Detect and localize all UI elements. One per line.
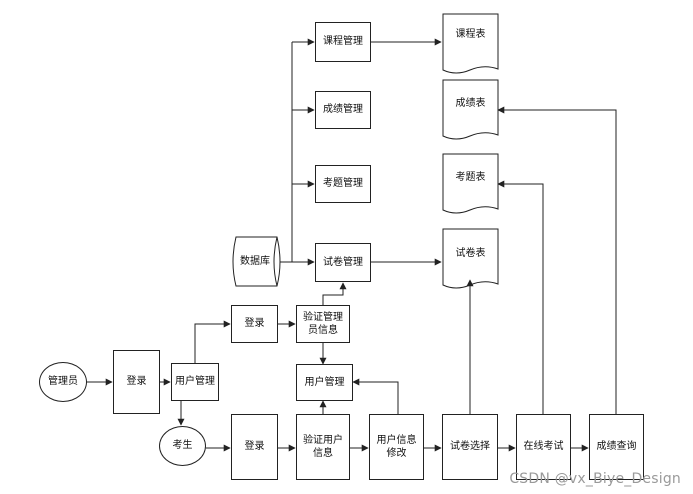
question-table-shape bbox=[442, 153, 499, 214]
admin-node: 管理员 bbox=[39, 362, 87, 402]
online-exam-node: 在线考试 bbox=[516, 414, 571, 480]
edge-exam-questiontable bbox=[497, 180, 544, 414]
user-info-edit-node: 用户信息修改 bbox=[369, 414, 424, 480]
score-query-node: 成绩查询 bbox=[589, 414, 644, 480]
question-table-label: 考题表 bbox=[455, 172, 486, 184]
user-mgmt-center-node: 用户管理 bbox=[296, 364, 353, 401]
question-mgmt-node: 考题管理 bbox=[315, 165, 371, 203]
edge-edit-usermgmt bbox=[352, 378, 399, 414]
course-mgmt-node: 课程管理 bbox=[315, 22, 371, 62]
score-mgmt-node: 成绩管理 bbox=[315, 91, 371, 129]
score-table-shape bbox=[442, 79, 499, 140]
database-label: 数据库 bbox=[240, 256, 270, 268]
edge-usermgmt-adminlogin bbox=[194, 320, 231, 363]
admin-login2-node: 登录 bbox=[231, 305, 278, 343]
edge-database-trunk bbox=[280, 42, 293, 263]
admin-login-node: 登录 bbox=[113, 350, 160, 414]
watermark: CSDN @vx_Biye_Design bbox=[509, 471, 681, 487]
paper-select-node: 试卷选择 bbox=[442, 414, 498, 480]
edge-verify-papermgmt bbox=[322, 282, 347, 305]
score-table-label: 成绩表 bbox=[455, 98, 486, 110]
user-mgmt-left-node: 用户管理 bbox=[171, 363, 219, 401]
paper-table-label: 试卷表 bbox=[455, 248, 486, 260]
verify-admin-node: 验证管理员信息 bbox=[296, 305, 350, 343]
paper-mgmt-node: 试卷管理 bbox=[315, 243, 371, 282]
student-login-node: 登录 bbox=[231, 414, 278, 480]
edge-query-scoretable bbox=[497, 106, 617, 414]
student-node: 考生 bbox=[159, 426, 206, 466]
verify-user-node: 验证用户信息 bbox=[296, 414, 350, 480]
course-table-shape bbox=[442, 13, 499, 74]
course-table-label: 课程表 bbox=[455, 29, 486, 41]
